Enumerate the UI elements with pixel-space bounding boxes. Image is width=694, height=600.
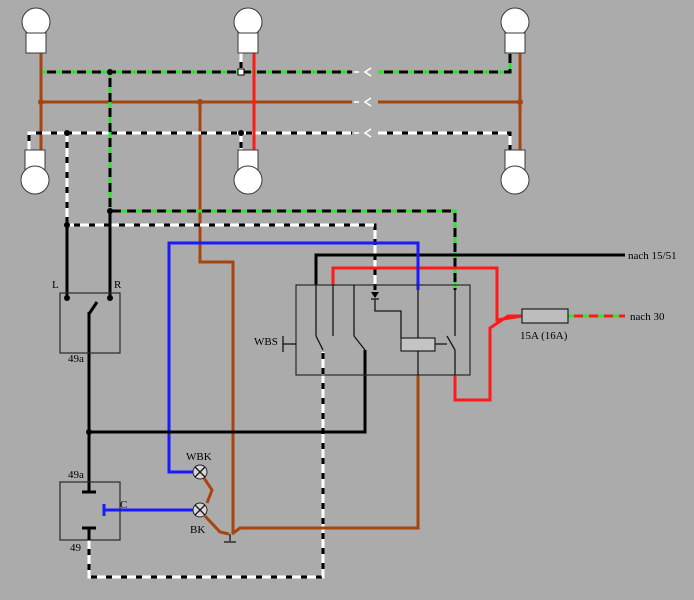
wbk-lamp: WBK [186, 451, 212, 480]
wire-black-white-left-feed [65, 133, 377, 290]
wire-red-supply [331, 266, 523, 402]
junction-dot [238, 130, 244, 136]
unit-49-label: 49 [70, 542, 82, 554]
wire-blue-indicator [102, 241, 420, 516]
bulb-glass [233, 7, 263, 37]
switch-arm-49 [315, 335, 324, 351]
fuse-body [521, 308, 569, 324]
lamp-cross [194, 504, 206, 516]
wire-base [89, 350, 367, 434]
junction-dot-brown [517, 99, 523, 105]
junction-square [237, 68, 245, 76]
wire-black-green-right-feed [108, 72, 457, 290]
wire-stripe [378, 53, 512, 74]
bus-connectors [354, 67, 372, 138]
bulb-bottom-center [233, 149, 263, 195]
wire-base [378, 53, 512, 74]
wire-base [27, 131, 352, 150]
bulb-top-left [21, 7, 51, 54]
wire-stripe [108, 72, 457, 290]
wire-brown-ground-returns [202, 375, 420, 536]
wire-stripe [27, 131, 352, 150]
junction-dot-brown [197, 99, 203, 105]
bulb-glass [233, 165, 263, 195]
wire-stripe [378, 131, 512, 150]
wire-base [331, 266, 523, 322]
bulb-socket [25, 32, 47, 54]
wire-base [453, 314, 522, 402]
switch-outline [295, 284, 471, 376]
wire-base [231, 375, 420, 536]
junction-dot [107, 69, 113, 75]
junction-dot [107, 208, 113, 214]
connector-chevron [363, 67, 372, 77]
relay-coil [400, 337, 436, 352]
wire-black-white-49 [87, 352, 325, 579]
bk-lamp: BK [190, 502, 208, 536]
wire-base [378, 131, 512, 150]
wbk-label: WBK [186, 451, 212, 463]
bulb-socket [237, 32, 259, 54]
bulb-socket [504, 32, 526, 54]
wire-base [167, 241, 420, 474]
switch-arm-49a [353, 335, 366, 351]
junction-dot [64, 222, 70, 228]
bulb-bottom-right [500, 149, 530, 195]
terminal-l-dot [64, 295, 70, 301]
junction-dot [64, 130, 70, 136]
flasher-outline [59, 292, 121, 354]
junction-dot-brown [38, 99, 44, 105]
wire-base [203, 514, 230, 536]
bulb-glass [20, 165, 50, 195]
bulb-bottom-left [20, 149, 50, 195]
wire-base [87, 352, 325, 579]
wire-black-flasher-terminals [65, 211, 112, 298]
bulb-top-right [500, 7, 530, 54]
fuse-rating-label: 15A (16A) [520, 330, 568, 342]
flasher-unit-box: 49a C 49 [59, 469, 127, 554]
hazard-switch-box: WBS [254, 284, 471, 376]
wire-base [198, 102, 235, 534]
ground-symbol [224, 534, 236, 543]
wire-base [202, 477, 214, 504]
terminal-r-label: R [114, 279, 122, 291]
bulb-glass [21, 7, 51, 37]
nach-30-label: nach 30 [630, 311, 665, 323]
connector-chevron [363, 128, 372, 138]
wire-base [87, 301, 99, 315]
wire-stripe [87, 352, 325, 579]
wire-black-flasher-output [87, 301, 367, 492]
bulb-glass [500, 165, 530, 195]
flasher-box: L R 49a [52, 279, 122, 365]
wire-base [108, 72, 457, 290]
unit-c-label: C [120, 499, 127, 511]
bk-label: BK [190, 524, 205, 536]
wire-base [314, 253, 625, 285]
terminal-r-dot [107, 295, 113, 301]
wire-stripe [65, 133, 377, 290]
bulb-glass [500, 7, 530, 37]
diode-icon [371, 292, 379, 298]
bulb-top-center [233, 7, 263, 54]
connector-chevron [363, 97, 372, 107]
nach-15-51-label: nach 15/51 [628, 250, 677, 262]
switch-arm-right [446, 335, 456, 351]
lamp-cross [194, 466, 206, 478]
wire-black-green-bus [41, 53, 512, 74]
unit-49a-label: 49a [68, 469, 84, 481]
junction-dot [86, 429, 92, 435]
wbs-label: WBS [254, 336, 278, 348]
junction-dots [38, 68, 523, 435]
diode-lead [374, 299, 402, 338]
wire-black-15-51 [314, 253, 625, 285]
terminal-l-label: L [52, 279, 59, 291]
flasher-49a-label: 49a [68, 353, 84, 365]
fuse: 15A (16A) [520, 308, 569, 342]
